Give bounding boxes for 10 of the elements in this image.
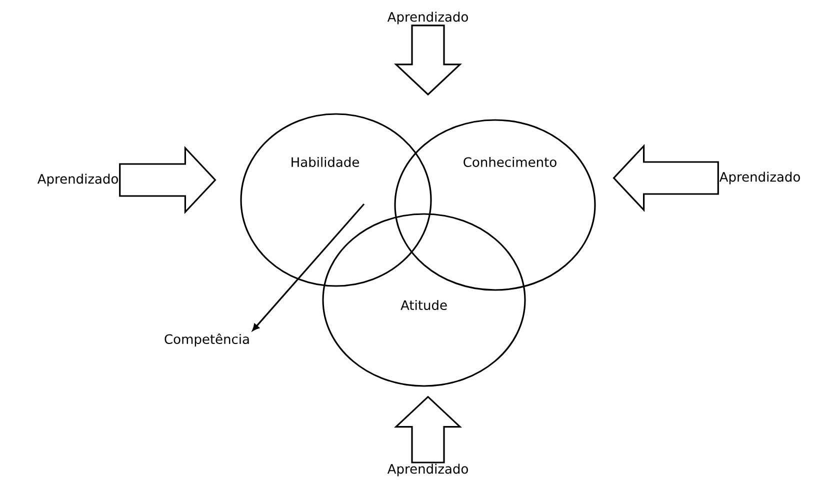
block-arrow xyxy=(394,24,462,96)
block-arrow xyxy=(119,146,216,214)
arrow-label: Aprendizado xyxy=(387,464,468,476)
arrow-label: Aprendizado xyxy=(719,172,800,184)
arrow-label: Competência xyxy=(164,333,249,347)
arrow-label: Aprendizado xyxy=(37,174,118,186)
block-arrow xyxy=(394,396,462,464)
arrow-label: Aprendizado xyxy=(387,12,468,24)
block-arrow xyxy=(612,144,719,212)
arrow xyxy=(252,203,365,331)
